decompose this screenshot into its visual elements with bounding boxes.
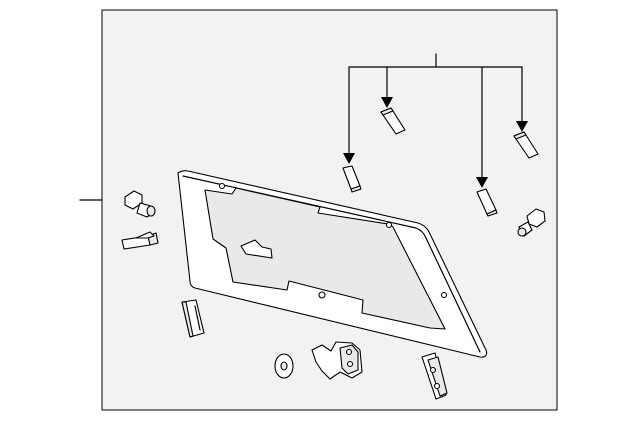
hinge-nut — [274, 353, 294, 379]
upper-clip-2 — [380, 107, 406, 135]
hinge-bracket — [421, 352, 448, 400]
glass-hole-4 — [440, 291, 448, 299]
stop-bumper — [181, 299, 205, 338]
glass-hinge — [311, 341, 363, 380]
back-window-glass — [177, 170, 488, 358]
mounting-bolt-right — [517, 208, 546, 237]
glass-stop-pad — [240, 239, 273, 259]
mounting-bolt-left — [124, 190, 156, 218]
upper-clip-4 — [513, 131, 539, 159]
glass-hole-3 — [318, 291, 326, 299]
side-support-block — [121, 231, 159, 250]
glass-hole-1 — [218, 182, 226, 190]
upper-clip-1 — [342, 165, 362, 193]
glass-hole-2 — [385, 221, 393, 229]
upper-clip-3 — [476, 188, 498, 217]
clip-callout-bracket — [343, 53, 528, 188]
